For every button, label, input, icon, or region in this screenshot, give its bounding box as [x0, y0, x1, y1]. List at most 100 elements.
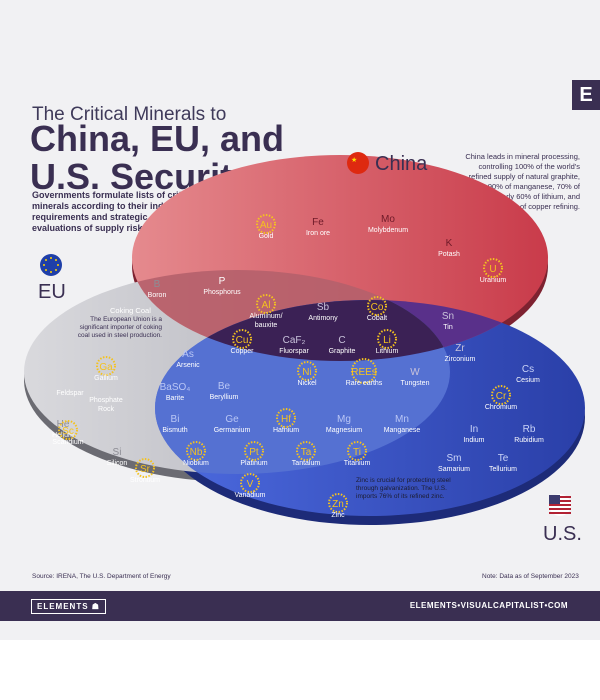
- mineral-name: Manganese: [384, 427, 421, 434]
- mineral-name: Hafnium: [273, 427, 299, 434]
- mineral-symbol: BaSO₄: [160, 382, 191, 393]
- infographic: E The Critical Minerals to China, EU, an…: [0, 0, 600, 640]
- mineral-symbol: As: [182, 349, 194, 360]
- mineral-symbol: W: [410, 367, 420, 378]
- title-prefix: The Critical Minerals to: [32, 104, 227, 125]
- mineral-name: Strontium: [130, 477, 160, 484]
- mineral-name: Bismuth: [162, 427, 187, 434]
- mineral-symbol: Fe: [312, 217, 324, 228]
- mineral-symbol: Hf: [281, 414, 291, 425]
- mineral-name: Scandium: [52, 439, 83, 446]
- mineral-symbol: K: [446, 238, 453, 249]
- mineral-name: Silicon: [107, 460, 128, 467]
- mineral-name: Cesium: [516, 377, 540, 384]
- mineral-symbol: Sr: [140, 464, 151, 475]
- mineral-name: Rare earths: [346, 380, 383, 387]
- highlight-ring: [186, 441, 206, 461]
- mineral-name: Gallium: [94, 375, 118, 382]
- intro-text: Governments formulate lists of critical …: [32, 190, 197, 233]
- mineral-name: Iron ore: [306, 230, 330, 237]
- mineral-name: Niobium: [183, 460, 209, 467]
- mineral-symbol: Ga: [99, 362, 113, 373]
- mineral-symbol: C: [338, 335, 345, 346]
- mineral-name: Antimony: [308, 315, 338, 322]
- mineral-symbol: CaF₂: [283, 335, 306, 346]
- mineral-symbol: Cr: [496, 391, 507, 402]
- footer-brand-text: ELEMENTS: [37, 602, 89, 611]
- highlight-ring: [232, 329, 252, 349]
- source-note: Source: IRENA, The U.S. Department of En…: [32, 573, 171, 580]
- mineral-name: Tin: [443, 324, 453, 331]
- mineral-name: Uranium: [480, 277, 507, 284]
- mineral-name: Beryllium: [210, 394, 239, 401]
- highlight-ring: [347, 441, 367, 461]
- mineral-symbol: Cu: [236, 335, 249, 346]
- mineral-symbol: Te: [498, 453, 509, 464]
- mineral-name: Chromium: [485, 404, 517, 411]
- mineral-name: Rubidium: [514, 437, 544, 444]
- mineral-symbol: Zr: [455, 343, 465, 354]
- footer-site-link[interactable]: ELEMENTS•VISUALCAPITALIST•COM: [409, 601, 568, 610]
- mineral-tungsten: W Tungsten: [401, 367, 430, 387]
- highlight-ring: [256, 214, 276, 234]
- mineral-name: Fluorspar: [279, 348, 309, 355]
- mineral-symbol: Ti: [353, 447, 361, 458]
- mineral-symbol: Mn: [395, 414, 409, 425]
- mineral-fluorspar: CaF₂ Fluorspar: [279, 335, 309, 355]
- mineral-name: Tungsten: [401, 380, 430, 387]
- mineral-name: Graphite: [329, 348, 356, 355]
- coking-title: Coking Coal: [110, 306, 151, 315]
- mineral-name: Aluminum/: [249, 313, 282, 320]
- highlight-ring: [240, 473, 260, 493]
- zinc-note: Zinc is crucial for protecting steel thr…: [356, 477, 451, 500]
- highlight-ring: [377, 329, 397, 349]
- mineral-name: Feldspar: [56, 390, 84, 397]
- mineral-symbol: Pt: [249, 447, 259, 458]
- date-note: Note: Data as of September 2023: [482, 573, 579, 580]
- mineral-symbol: Sm: [447, 453, 462, 464]
- highlight-ring: [244, 441, 264, 461]
- highlight-ring: [297, 361, 317, 381]
- mineral-symbol: In: [470, 424, 478, 435]
- highlight-ring: [276, 408, 296, 428]
- footer-brand[interactable]: ELEMENTS ☗: [31, 599, 106, 614]
- coking-note: Coking Coal The European Union is a sign…: [78, 306, 162, 339]
- highlight-ring: [328, 493, 348, 513]
- mineral-name: Phosphorus: [203, 289, 241, 296]
- mineral-symbol: Si: [113, 447, 122, 458]
- mineral-name: Titanium: [344, 460, 371, 467]
- highlight-ring: [58, 420, 78, 440]
- mineral-symbol: Sc: [62, 426, 74, 437]
- mineral-symbol: Al: [262, 300, 271, 311]
- mineral-symbol: Sn: [442, 311, 454, 322]
- mineral-name: Arsenic: [176, 362, 200, 369]
- mineral-symbol: Ta: [301, 447, 312, 458]
- highlight-ring: [483, 258, 503, 278]
- mineral-name: Magnesium: [326, 427, 362, 434]
